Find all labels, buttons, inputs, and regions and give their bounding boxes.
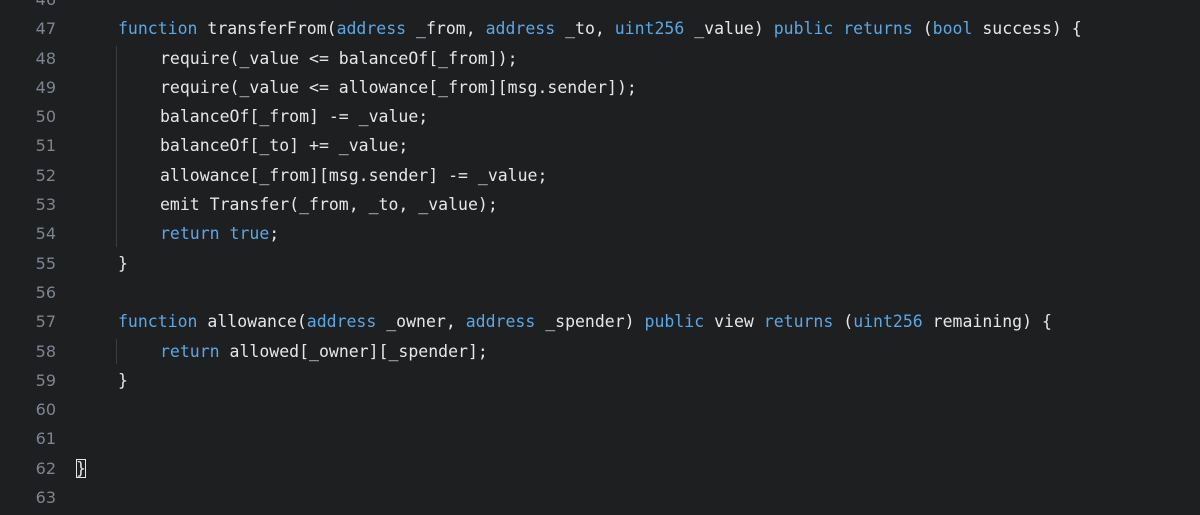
keyword-token: returns [843,19,913,39]
code-token: balanceOf[_from] -= _value; [160,107,429,127]
keyword-token: public [773,19,834,39]
code-line[interactable]: 48 require(_value <= balanceOf[_from]); [0,44,1200,73]
code-line[interactable]: 61 [0,424,1200,453]
code-line[interactable]: 51 balanceOf[_to] += _value; [0,131,1200,160]
code-line[interactable]: 52 allowance[_from][msg.sender] -= _value… [0,161,1200,190]
keyword-token: public [644,312,705,332]
code-token: emit Transfer(_from, _to, _value); [160,195,498,215]
line-number: 48 [35,48,56,68]
code-line[interactable]: 53 emit Transfer(_from, _to, _value); [0,190,1200,219]
code-text[interactable]: return allowed[_owner][_spender]; [160,337,488,366]
code-token: _spender) [535,312,645,332]
code-token: allowance( [197,312,307,332]
code-token: allowed[_owner][_spender]; [219,341,488,361]
line-number: 58 [35,341,56,361]
keyword-token: uint256 [853,312,923,332]
code-token: _from, [406,19,486,39]
code-line[interactable]: 62} [0,454,1200,483]
line-number: 59 [35,370,56,390]
code-token: remaining) { [922,312,1052,332]
code-text[interactable]: emit Transfer(_from, _to, _value); [160,190,498,219]
code-text[interactable]: require(_value <= allowance[_from][msg.s… [160,73,637,102]
line-number: 49 [35,77,56,97]
keyword-token: function [118,19,198,39]
code-text[interactable]: } [76,454,86,483]
code-text[interactable]: allowance[_from][msg.sender] -= _value; [160,161,547,190]
line-number: 46 [0,0,56,14]
line-number: 63 [35,488,56,508]
code-token: transferFrom( [197,19,337,39]
code-text[interactable]: require(_value <= balanceOf[_from]); [160,44,518,73]
line-number: 51 [35,136,56,156]
code-text[interactable]: } [118,366,128,395]
line-number: 52 [35,165,56,185]
code-line[interactable]: 56 [0,278,1200,307]
code-line[interactable]: 58 return allowed[_owner][_spender]; [0,337,1200,366]
code-token: ; [269,224,280,244]
line-number: 47 [35,19,56,39]
code-text[interactable]: function allowance(address _owner, addre… [118,307,1052,336]
keyword-token: uint256 [614,19,685,39]
code-token: require(_value <= balanceOf[_from]); [160,48,518,68]
code-text[interactable]: } [118,249,128,278]
code-token: view [704,312,764,332]
keyword-token: address [336,19,407,39]
code-line[interactable]: 50 balanceOf[_from] -= _value; [0,102,1200,131]
code-token: } [118,370,128,390]
code-line[interactable]: 63 [0,483,1200,512]
keyword-token: address [306,312,377,332]
code-token: } [118,253,128,273]
indent-guide [116,338,117,364]
line-number: 56 [35,282,56,302]
keyword-token: bool [932,19,973,39]
code-text[interactable]: balanceOf[_from] -= _value; [160,102,428,131]
line-number: 50 [35,107,56,127]
code-token: ( [833,312,854,332]
keyword-token: returns [763,312,834,332]
code-line[interactable]: 54 return true; [0,219,1200,248]
keyword-token: true [229,224,270,244]
keyword-token: return [160,224,220,244]
line-number: 55 [35,253,56,273]
code-line[interactable]: 46 [0,0,1200,14]
keyword-token: function [118,312,198,332]
code-token [220,224,230,243]
code-line[interactable]: 49 require(_value <= allowance[_from][msg… [0,73,1200,102]
code-text[interactable]: balanceOf[_to] += _value; [160,131,408,160]
indent-guide [116,45,117,247]
line-number: 53 [35,195,56,215]
code-line[interactable]: 59} [0,366,1200,395]
line-number: 60 [35,400,56,420]
code-line[interactable]: 55} [0,249,1200,278]
line-number: 62 [35,458,56,478]
code-token: ( [912,19,933,39]
code-line[interactable]: 60 [0,395,1200,424]
line-number: 61 [35,429,56,449]
code-token: balanceOf[_to] += _value; [160,136,409,156]
code-token: _owner, [376,312,466,332]
keyword-token: return [160,341,220,361]
code-token: require(_value <= allowance[_from][msg.s… [160,77,637,97]
code-token [833,19,843,38]
keyword-token: address [465,312,536,332]
code-text[interactable]: return true; [160,219,279,248]
code-token: success) { [972,19,1082,39]
line-number: 54 [35,224,56,244]
line-number: 57 [35,312,56,332]
bracket-match-highlight: } [76,458,86,478]
keyword-token: address [485,19,556,39]
code-text[interactable]: function transferFrom(address _from, add… [118,14,1082,43]
code-token: _value) [684,19,774,39]
code-token: allowance[_from][msg.sender] -= _value; [160,165,548,185]
code-token: _to, [555,19,615,39]
